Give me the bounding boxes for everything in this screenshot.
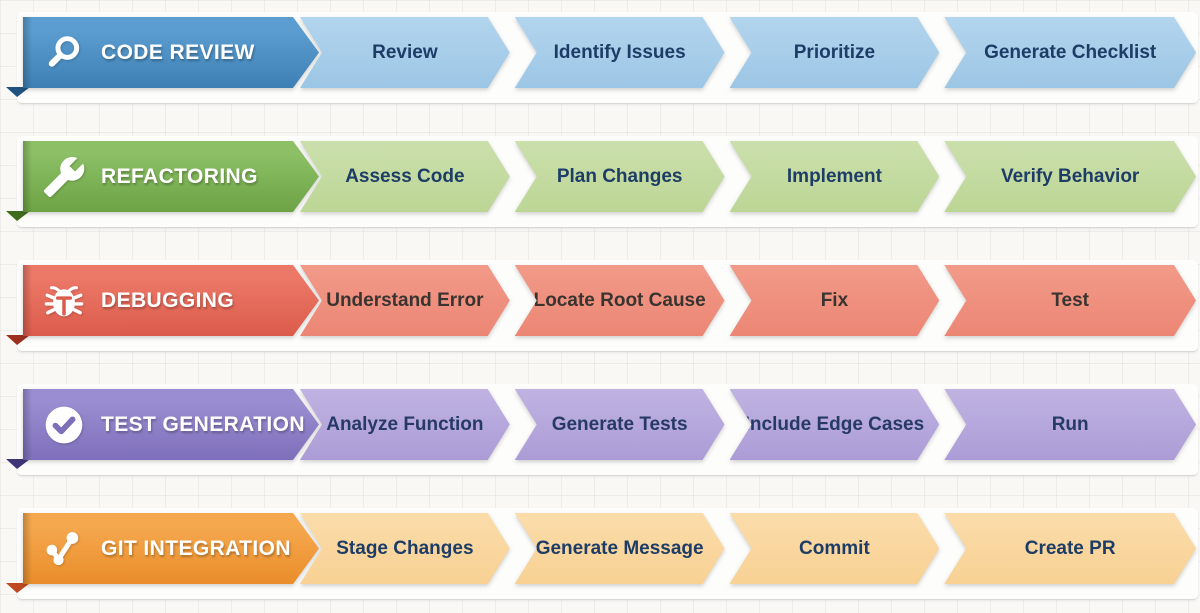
step-label: Implement: [786, 165, 882, 187]
step-item: Generate Message: [515, 513, 725, 584]
step-item: Prioritize: [730, 17, 940, 88]
ribbon-fold: [6, 211, 30, 221]
step-item: Run: [944, 389, 1196, 460]
ribbon-fold: [6, 459, 30, 469]
row-header-label: GIT INTEGRATION: [101, 536, 291, 560]
step-label: Plan Changes: [556, 165, 683, 187]
step-label: Generate Checklist: [984, 41, 1157, 63]
git-branch-icon: [41, 526, 87, 572]
step-item: Analyze Function: [300, 389, 510, 460]
row-header-label: TEST GENERATION: [101, 412, 305, 436]
row-header-label: CODE REVIEW: [101, 40, 255, 64]
bug-icon: [41, 278, 87, 324]
step-item: Test: [944, 265, 1196, 336]
step-item: Identify Issues: [515, 17, 725, 88]
step-label: Identify Issues: [553, 41, 686, 63]
workflow-row-test-generation: TEST GENERATION Analyze Function Generat…: [0, 384, 1200, 476]
step-item: Verify Behavior: [944, 141, 1196, 212]
ribbon: GIT INTEGRATION Stage Changes Generate M…: [23, 513, 1196, 584]
ribbon: TEST GENERATION Analyze Function Generat…: [23, 389, 1196, 460]
row-header-code-review: CODE REVIEW: [23, 17, 319, 88]
step-label: Understand Error: [326, 289, 484, 311]
step-item: Generate Tests: [515, 389, 725, 460]
step-item: Include Edge Cases: [730, 389, 940, 460]
steps: Understand Error Locate Root Cause Fix T…: [300, 265, 1196, 336]
step-item: Plan Changes: [515, 141, 725, 212]
step-label: Generate Message: [535, 537, 704, 559]
row-header-label: DEBUGGING: [101, 288, 235, 312]
step-item: Locate Root Cause: [515, 265, 725, 336]
step-label: Generate Tests: [551, 413, 688, 435]
row-header-debugging: DEBUGGING: [23, 265, 319, 336]
steps: Stage Changes Generate Message Commit Cr…: [300, 513, 1196, 584]
step-label: Run: [1051, 413, 1089, 435]
step-item: Stage Changes: [300, 513, 510, 584]
steps: Analyze Function Generate Tests Include …: [300, 389, 1196, 460]
workflow-row-debugging: DEBUGGING Understand Error Locate Root C…: [0, 260, 1200, 352]
ribbon-fold: [6, 583, 30, 593]
step-label: Locate Root Cause: [533, 289, 706, 311]
step-item: Commit: [730, 513, 940, 584]
step-item: Create PR: [944, 513, 1196, 584]
ribbon-fold: [6, 335, 30, 345]
row-header-label: REFACTORING: [101, 164, 258, 188]
magnifying-glass-icon: [41, 30, 87, 76]
step-item: Fix: [730, 265, 940, 336]
step-item: Implement: [730, 141, 940, 212]
row-header-test-generation: TEST GENERATION: [23, 389, 319, 460]
step-label: Analyze Function: [326, 413, 484, 435]
step-label: Prioritize: [793, 41, 876, 63]
step-label: Fix: [820, 289, 849, 311]
step-label: Include Edge Cases: [744, 413, 925, 435]
wrench-icon: [41, 154, 87, 200]
step-item: Understand Error: [300, 265, 510, 336]
check-circle-icon: [41, 402, 87, 448]
ribbon-fold: [6, 87, 30, 97]
step-item: Review: [300, 17, 510, 88]
step-item: Generate Checklist: [944, 17, 1196, 88]
step-label: Review: [372, 41, 438, 63]
ribbon: DEBUGGING Understand Error Locate Root C…: [23, 265, 1196, 336]
ribbon: CODE REVIEW Review Identify Issues Prior…: [23, 17, 1196, 88]
steps: Assess Code Plan Changes Implement Verif…: [300, 141, 1196, 212]
step-item: Assess Code: [300, 141, 510, 212]
workflow-row-git-integration: GIT INTEGRATION Stage Changes Generate M…: [0, 508, 1200, 600]
step-label: Commit: [799, 537, 870, 559]
row-header-git-integration: GIT INTEGRATION: [23, 513, 319, 584]
row-header-refactoring: REFACTORING: [23, 141, 319, 212]
step-label: Verify Behavior: [1000, 165, 1140, 187]
workflow-row-code-review: CODE REVIEW Review Identify Issues Prior…: [0, 12, 1200, 104]
steps: Review Identify Issues Prioritize Genera…: [300, 17, 1196, 88]
ribbon: REFACTORING Assess Code Plan Changes Imp…: [23, 141, 1196, 212]
step-label: Create PR: [1024, 537, 1116, 559]
step-label: Test: [1051, 289, 1089, 311]
workflow-row-refactoring: REFACTORING Assess Code Plan Changes Imp…: [0, 136, 1200, 228]
step-label: Stage Changes: [336, 537, 474, 559]
step-label: Assess Code: [345, 165, 465, 187]
